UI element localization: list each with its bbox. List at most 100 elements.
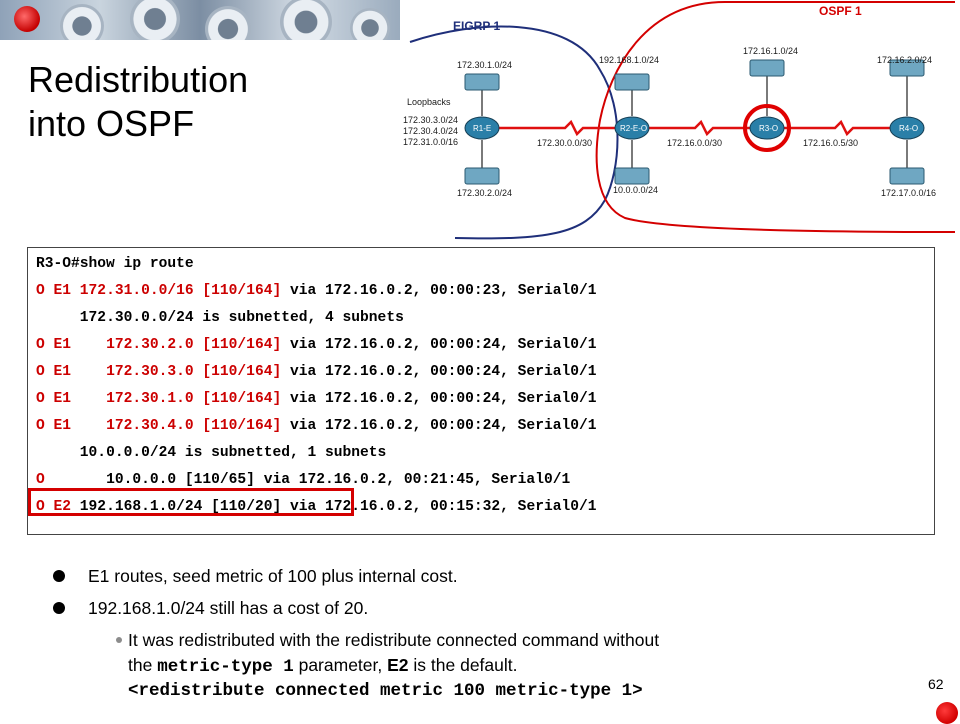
washer-graphic (130, 0, 180, 40)
route-prefix-metric: 172.30.2.0 [110/164] (106, 337, 282, 353)
router-icon (889, 116, 925, 140)
washer-graphic (60, 4, 104, 40)
route-detail: via 172.16.0.2, 00:00:24, Serial0/1 (281, 364, 597, 380)
route-line: O E1 172.30.2.0 [110/164] via 172.16.0.2… (36, 334, 597, 356)
washer-graphic (280, 0, 332, 40)
eigrp-label: EIGRP 1 (453, 19, 500, 33)
route-code: O E1 (36, 391, 107, 407)
net-label: 172.17.0.0/16 (881, 188, 936, 198)
bullet-cost: 192.168.1.0/24 still has a cost of 20. (88, 598, 369, 618)
cli-command: R3-O#show ip route (36, 256, 194, 272)
slide-title: Redistribution into OSPF (28, 58, 248, 146)
route-prefix-metric: 172.30.4.0 [110/164] (106, 418, 282, 434)
ethernet-links (481, 75, 908, 168)
router-icon (614, 116, 650, 140)
route-line: 10.0.0.0/24 is subnetted, 1 subnets (36, 442, 387, 464)
serial-link-r1-r2 (497, 119, 617, 137)
switch-icon (464, 167, 500, 185)
link-label: 172.16.0.0/30 (667, 138, 722, 148)
show-ip-route-output: R3-O#show ip route O E1 172.31.0.0/16 [1… (27, 247, 935, 535)
bullet-dot (53, 602, 65, 614)
route-detail: via 172.16.0.2, 00:00:23, Serial0/1 (281, 283, 597, 299)
route-code: O E1 (36, 337, 107, 353)
route-line: O E1 172.31.0.0/16 [110/164] via 172.16.… (36, 280, 597, 302)
router-r2-label: R2-E-O (620, 124, 647, 133)
switch-icon (464, 73, 500, 91)
switch-icon (889, 167, 925, 185)
route-detail: via 172.16.0.2, 00:00:24, Serial0/1 (281, 418, 597, 434)
route-line: O E2 192.168.1.0/24 [110/20] via 172.16.… (36, 496, 597, 518)
loopback-label: 172.30.4.0/24 (403, 126, 458, 136)
route-code: O E1 (36, 364, 107, 380)
net-label: 172.30.1.0/24 (457, 60, 512, 70)
route-line: O E1 172.30.1.0 [110/164] via 172.16.0.2… (36, 388, 597, 410)
route-line: O E1 172.30.3.0 [110/164] via 172.16.0.2… (36, 361, 597, 383)
net-label: 192.168.1.0/24 (599, 55, 659, 65)
banner-red-dot (14, 6, 40, 32)
route-code (36, 310, 80, 326)
route-detail: 192.168.1.0/24 [110/20] via 172.16.0.2, … (79, 499, 597, 515)
route-code (36, 445, 80, 461)
route-line: O E1 172.30.4.0 [110/164] via 172.16.0.2… (36, 415, 597, 437)
route-prefix-metric: 172.30.1.0 [110/164] (106, 391, 282, 407)
net-label: 172.16.2.0/24 (877, 55, 932, 65)
route-prefix-metric: 172.30.3.0 [110/164] (106, 364, 282, 380)
switch-icon (614, 73, 650, 91)
sub-bullet-command: <redistribute connected metric 100 metri… (128, 681, 643, 701)
e2-route-highlight (28, 488, 354, 516)
route-detail: 10.0.0.0 [110/65] via 172.16.0.2, 00:21:… (106, 472, 571, 488)
router-r4-label: R4-O (899, 124, 918, 133)
link-label: 172.30.0.0/30 (537, 138, 592, 148)
switch-icon (749, 59, 785, 77)
page-number: 62 (928, 676, 944, 692)
header-banner-image (0, 0, 400, 40)
route-prefix-metric: 172.31.0.0/16 [110/164] (79, 283, 282, 299)
bullet-dot (53, 570, 65, 582)
route-code: O E1 (36, 418, 107, 434)
switches (464, 59, 925, 185)
router-r1-label: R1-E (473, 124, 491, 133)
sub-bullet-line-1: It was redistributed with the redistribu… (128, 630, 660, 650)
route-line: 172.30.0.0/24 is subnetted, 4 subnets (36, 307, 404, 329)
serial-link-r3-r4 (783, 119, 890, 137)
router-icon (464, 116, 500, 140)
title-line-1: Redistribution (28, 59, 249, 100)
route-detail: 10.0.0.0/24 is subnetted, 1 subnets (79, 445, 387, 461)
net-label: 172.30.2.0/24 (457, 188, 512, 198)
text-span: is the default. (408, 655, 518, 675)
loopback-label: 172.31.0.0/16 (403, 137, 458, 147)
washer-graphic (205, 6, 251, 40)
r3-highlight-circle (743, 104, 791, 152)
bullet-e1-routes: E1 routes, seed metric of 100 plus inter… (88, 566, 458, 586)
washer-graphic (350, 8, 390, 40)
route-detail: 172.30.0.0/24 is subnetted, 4 subnets (79, 310, 404, 326)
route-line: O 10.0.0.0 [110/65] via 172.16.0.2, 00:2… (36, 469, 570, 491)
ospf-boundary (595, 1, 956, 233)
router-r3-label: R3-O (759, 124, 778, 133)
link-label: 172.16.0.5/30 (803, 138, 858, 148)
sub-bullet-dot (116, 637, 122, 643)
route-detail: via 172.16.0.2, 00:00:24, Serial0/1 (281, 391, 597, 407)
route-code: O E2 (36, 499, 80, 515)
corner-red-dot (936, 702, 958, 724)
text-span: parameter, (293, 655, 388, 675)
loopback-label: 172.30.3.0/24 (403, 115, 458, 125)
router-icon (749, 116, 785, 140)
route-detail: via 172.16.0.2, 00:00:24, Serial0/1 (281, 337, 597, 353)
title-line-2: into OSPF (28, 103, 195, 144)
route-code: O E1 (36, 283, 80, 299)
route-code: O (36, 472, 107, 488)
text-span: the (128, 655, 158, 675)
sub-bullet-line-2: the metric-type 1 parameter, E2 is the d… (128, 654, 518, 678)
ospf-label: OSPF 1 (819, 4, 862, 18)
switch-icon (614, 167, 650, 185)
routers: R1-E R2-E-O R3-O R4-O (464, 104, 925, 152)
loopbacks-title: Loopbacks (407, 97, 451, 107)
mono-keyword: metric-type 1 (157, 657, 294, 677)
switch-icon (889, 59, 925, 77)
bold-keyword: E2 (387, 655, 409, 675)
serial-link-r2-r3 (647, 119, 750, 137)
network-topology-diagram: EIGRP 1 OSPF 1 R1-E R2-E-O R3-O R4-O (403, 1, 956, 240)
net-label: 10.0.0.0/24 (613, 185, 658, 195)
serial-links (497, 119, 890, 137)
